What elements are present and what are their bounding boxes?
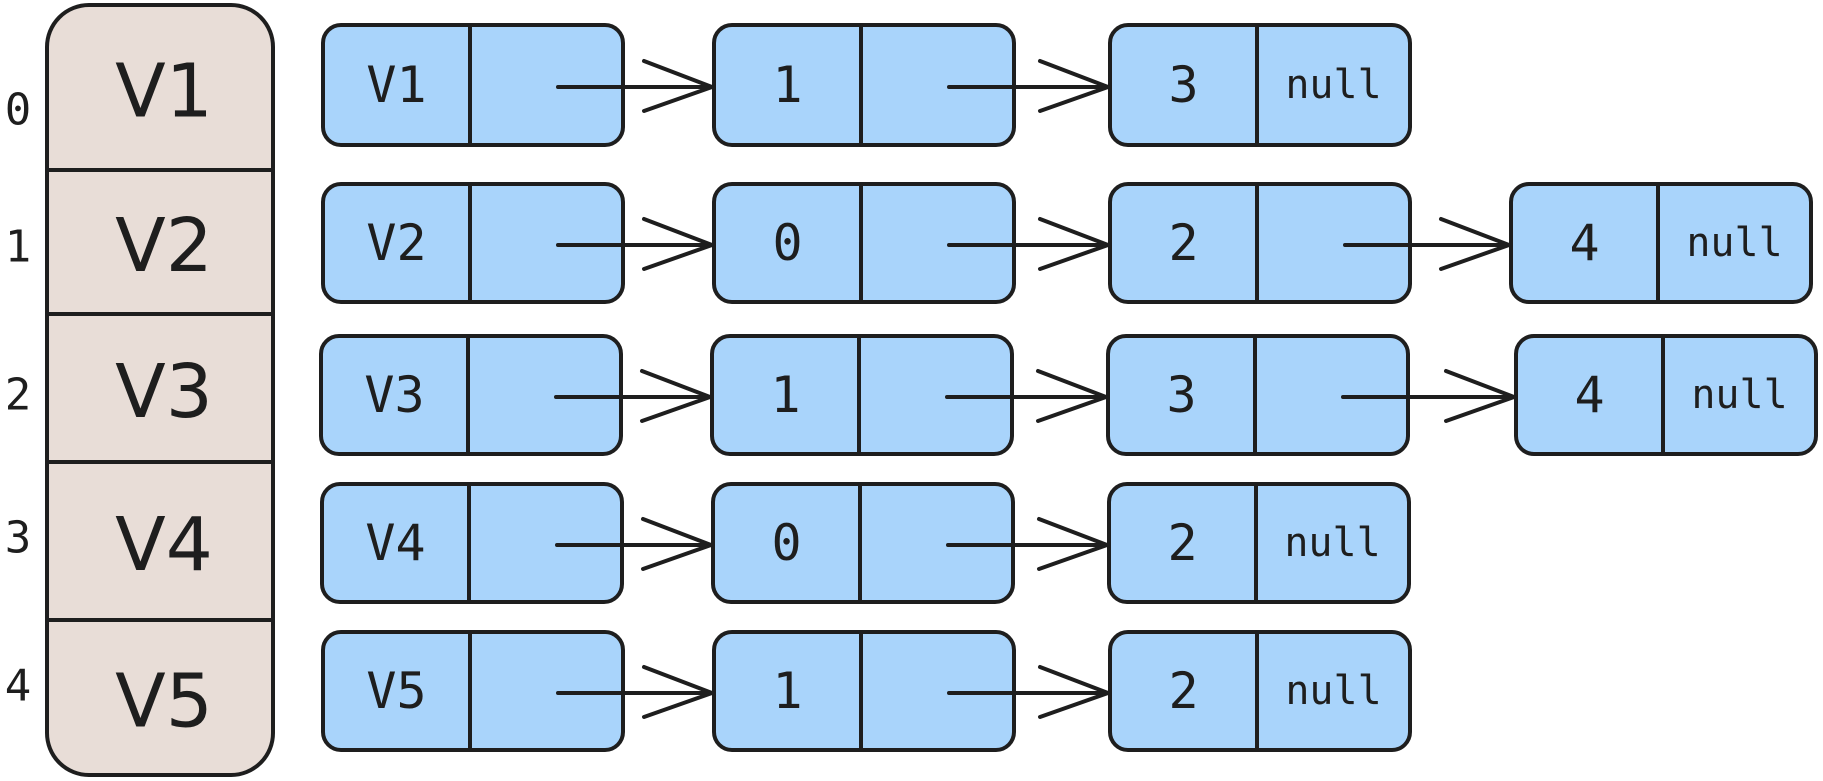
- node-value: V5: [366, 662, 426, 720]
- adjacency-list-row: V5 1 2 null: [321, 630, 1412, 752]
- node-value: 3: [1168, 56, 1198, 114]
- node-value: 4: [1569, 214, 1599, 272]
- node-value: 1: [770, 366, 800, 424]
- node-box: [1514, 334, 1818, 456]
- adjacency-list-row: V1 1 3 null: [321, 23, 1412, 147]
- node-null-pointer: null: [1284, 520, 1380, 566]
- vertex-label: V4: [115, 502, 213, 588]
- node-box: [1509, 182, 1813, 304]
- node-value: V4: [365, 514, 425, 572]
- node-value: 0: [771, 514, 801, 572]
- node-value: 4: [1574, 366, 1604, 424]
- node-null-pointer: null: [1686, 220, 1782, 266]
- index-label: 3: [5, 513, 32, 564]
- index-label: 2: [5, 370, 32, 421]
- index-label: 1: [5, 222, 32, 273]
- node-value: V2: [366, 214, 426, 272]
- node-value: 1: [772, 56, 802, 114]
- node-value: 2: [1168, 662, 1198, 720]
- node-value: V1: [366, 56, 426, 114]
- node-box: [1107, 482, 1411, 604]
- node-value: 1: [772, 662, 802, 720]
- vertex-array-frame: [45, 3, 275, 777]
- vertex-label: V2: [115, 203, 213, 289]
- node-null-pointer: null: [1285, 62, 1381, 108]
- node-value: 2: [1167, 514, 1197, 572]
- adjacency-list-row: V3 1 3 4 null: [319, 334, 1818, 456]
- node-value: 0: [772, 214, 802, 272]
- node-null-pointer: null: [1691, 372, 1787, 418]
- vertex-label: V5: [115, 659, 213, 745]
- node-value: V3: [364, 366, 424, 424]
- vertex-label: V3: [115, 349, 213, 435]
- node-value: 3: [1166, 366, 1196, 424]
- node-null-pointer: null: [1285, 668, 1381, 714]
- adjacency-list-row: V4 0 2 null: [320, 482, 1411, 604]
- node-box: [1108, 630, 1412, 752]
- index-label: 0: [5, 85, 32, 136]
- node-box: [1108, 23, 1412, 147]
- index-label: 4: [5, 661, 32, 712]
- adjacency-list-row: V2 0 2 4 null: [321, 182, 1813, 304]
- vertex-label: V1: [115, 49, 213, 135]
- node-value: 2: [1168, 214, 1198, 272]
